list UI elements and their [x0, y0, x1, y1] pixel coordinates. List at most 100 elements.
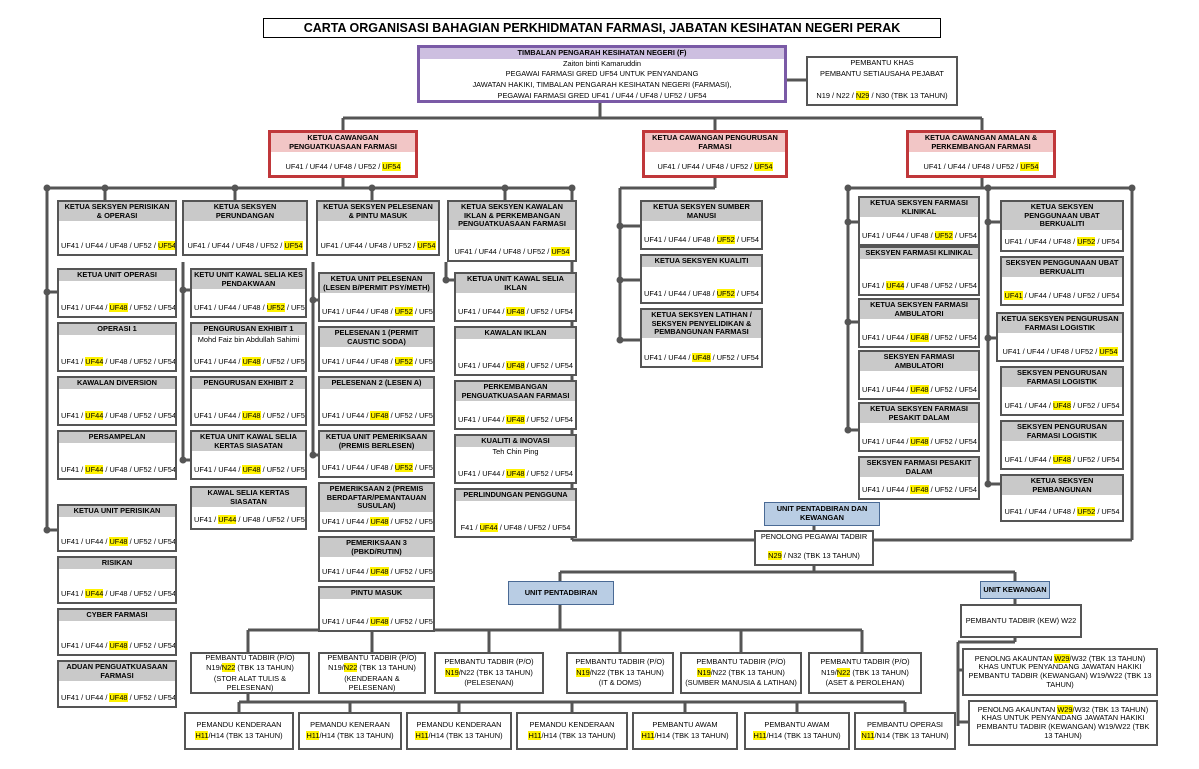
highlight-grade: UF48: [1052, 455, 1072, 465]
box-line: N19/N22 (TBK 13 TAHUN): [206, 663, 294, 673]
box-line: N19/N22 (TBK 13 TAHUN): [328, 663, 416, 673]
box-title: KETUA SEKSYEN FARMASI AMBULATORI: [860, 300, 978, 320]
box-title: SEKSYEN FARMASI PESAKIT DALAM: [860, 458, 978, 478]
box-grade: UF41 / UF44 / UF48 / UF52 / UF54: [1004, 291, 1120, 301]
highlight-grade: UF48: [506, 307, 525, 317]
org-box-g1: KETUA SEKSYEN PENGGUNAAN UBAT BERKUALITI…: [1000, 200, 1124, 252]
highlight-grade: N19: [576, 667, 590, 677]
highlight-grade: UF52: [716, 289, 735, 299]
highlight-grade: UF44: [85, 589, 104, 599]
box-grade: UF41 / UF44 / UF48 / UF52 / UF54: [657, 162, 773, 172]
box-grade: N19 / N22 / N29 / N30 (TBK 13 TAHUN): [816, 91, 948, 101]
box-title: PENOLONG PEGAWAI TADBIR: [760, 532, 868, 541]
org-box-g3: KETUA SEKSYEN PENGURUSAN FARMASI LOGISTI…: [996, 312, 1124, 362]
highlight-grade: N11: [861, 731, 875, 740]
highlight-grade: UF52: [394, 307, 413, 317]
box-person-name: Zaiton binti Kamaruddin: [562, 58, 642, 68]
highlight-grade: H11: [753, 731, 767, 740]
box-grade: UF41 / UF44 / UF48 / UF52 / UF54: [61, 303, 177, 313]
org-box-pt4: PEMBANTU TADBIR (P/O)N19/N22 (TBK 13 TAH…: [566, 652, 674, 694]
org-box-pt3: PEMBANTU TADBIR (P/O)N19/N22 (TBK 13 TAH…: [434, 652, 544, 694]
box-line: (IT & DOMS): [598, 678, 642, 688]
page-title: CARTA ORGANISASI BAHAGIAN PERKHIDMATAN F…: [263, 18, 941, 38]
highlight-grade: UF48: [910, 333, 929, 343]
box-title: KETUA SEKSYEN KUALITI: [642, 256, 761, 267]
org-box-l2: PELESENAN 1 (PERMIT CAUSTIC SODA)UF41 / …: [318, 326, 435, 372]
highlight-grade: UF52: [394, 463, 413, 473]
highlight-grade: UF48: [242, 357, 261, 367]
highlight-grade: UF48: [910, 437, 929, 447]
box-grade: UF41 / UF44 / UF48 / UF52 / UF54: [61, 641, 177, 651]
box-title: PERLINDUNGAN PENGGUNA: [456, 490, 575, 501]
highlight-grade: UF48: [506, 415, 525, 425]
org-box-l5: PEMERIKSAAN 2 (PREMIS BERDAFTAR/PEMANTAU…: [318, 482, 435, 532]
box-title: PEMBANTU TADBIR (P/O): [820, 656, 910, 666]
highlight-grade: UF48: [109, 303, 128, 313]
box-grade: UF41 / UF44 / UF48 / UF52 / UF54: [862, 437, 978, 447]
box-grade: UF41 / UF44 / UF48 / UF52 / UF54: [322, 617, 435, 627]
connector-dot: [616, 222, 624, 230]
box-title: PEMBANTU AWAM: [764, 720, 830, 730]
highlight-grade: N29: [768, 551, 782, 561]
highlight-grade: UF52: [934, 231, 953, 241]
box-line: (PELESENAN): [464, 678, 514, 688]
box-grade: UF41 / UF44 / UF48 / UF52 / UF54: [644, 235, 760, 245]
box-grade: UF41 / UF44 / UF48 / UF52 / UF54: [322, 411, 435, 421]
box-grade: UF41 / UF44 / UF48 / UF52 / UF54: [61, 589, 177, 599]
box-title: RISIKAN: [59, 558, 175, 569]
box-title: KETUA UNIT PEMERIKSAAN (PREMIS BERLESEN): [320, 432, 433, 452]
box-grade: UF41 / UF44 / UF48 / UF52 / UF54: [61, 465, 177, 475]
box-grade: UF41 / UF44 / UF48 / UF52 / UF54: [61, 537, 177, 547]
box-grade: UF41 / UF44 / UF48 / UF52 / UF54: [322, 357, 435, 367]
box-line: N19/N22 (TBK 13 TAHUN): [697, 667, 785, 677]
highlight-grade: UF44: [886, 281, 905, 291]
box-title: PEMBANTU TADBIR (P/O): [575, 656, 665, 666]
connector-dot: [984, 480, 992, 488]
highlight-grade: UF44: [218, 515, 237, 525]
box-line: N19/N22 (TBK 13 TAHUN): [576, 667, 664, 677]
box-title: PEMBANTU TADBIR (P/O): [205, 652, 295, 662]
unit-label-uk: UNIT KEWANGAN: [980, 581, 1050, 599]
highlight-grade: H11: [528, 731, 542, 740]
box-title: PEMBANTU TADBIR (P/O): [327, 652, 417, 662]
box-grade: UF41 / UF44 / UF48 / UF52 / UF54: [194, 303, 307, 313]
org-box-c3: KETUA CAWANGAN AMALAN & PERKEMBANGAN FAR…: [906, 130, 1056, 178]
connector-dot: [616, 276, 624, 284]
box-line: N19/N22 (TBK 13 TAHUN): [821, 667, 909, 677]
box-title: KETUA SEKSYEN LATIHAN / SEKSYEN PENYELID…: [642, 310, 761, 339]
org-box-pt6: PEMBANTU TADBIR (P/O)N19/N22 (TBK 13 TAH…: [808, 652, 922, 694]
highlight-grade: N22: [221, 663, 236, 673]
highlight-grade: UF54: [551, 247, 570, 257]
box-grade: UF41 / UF44 / UF48 / UF52 / UF54: [458, 307, 574, 317]
box-title: PEMBANTU TADBIR (KEW) W22: [965, 615, 1077, 625]
highlight-grade: UF54: [417, 241, 436, 251]
org-box-l6: PEMERIKSAAN 3 (PBKD/RUTIN)UF41 / UF44 / …: [318, 536, 435, 582]
box-grade: UF41 / UF44 / UF48 / UF52 / UF54: [1004, 455, 1120, 465]
org-box-s4: KETUA SEKSYEN KAWALAN IKLAN & PERKEMBANG…: [447, 200, 577, 262]
box-line: (KENDERAAN & PELESENAN): [344, 674, 400, 692]
box-grade: UF41 / UF44 / UF48 / UF52 / UF54: [61, 693, 177, 703]
box-line: H11/H14 (TBK 13 TAHUN): [528, 731, 616, 740]
box-title: PENOLNG AKAUNTAN W29/W32 (TBK 13 TAHUN) …: [976, 704, 1150, 740]
box-title: KETUA SEKSYEN FARMASI PESAKIT DALAM: [860, 404, 978, 424]
box-title: KETUA UNIT PELESENAN (LESEN B/PERMIT PSY…: [320, 274, 433, 294]
box-title: KETUA SEKSYEN PERUNDANGAN: [184, 202, 306, 222]
box-title: KETUA SEKSYEN PENGURUSAN FARMASI LOGISTI…: [998, 314, 1122, 334]
highlight-grade: UF48: [1052, 401, 1072, 411]
box-grade: UF41 / UF44 / UF48 / UF52 / UF54: [187, 241, 303, 251]
box-line: (ASET & PEROLEHAN): [825, 678, 905, 688]
highlight-grade: UF48: [109, 693, 128, 703]
box-grade: UF41 / UF44 / UF48 / UF52 / UF54: [644, 289, 760, 299]
org-box-l4: KETUA UNIT PEMERIKSAAN (PREMIS BERLESEN)…: [318, 430, 435, 478]
